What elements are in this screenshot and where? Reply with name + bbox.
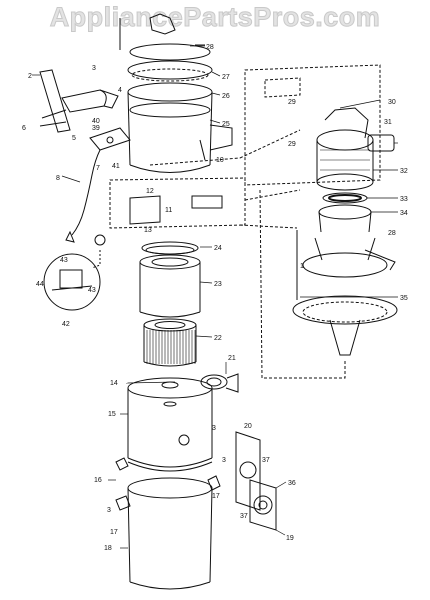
filter-ring: [141, 241, 199, 255]
callout-35: 35: [400, 295, 408, 302]
callout-16: 16: [94, 477, 102, 484]
callout-17: 17: [110, 529, 118, 536]
callout-2: 2: [28, 73, 32, 80]
callout-20: 20: [244, 423, 252, 430]
lower-canister: [127, 377, 213, 472]
callout-22: 22: [214, 335, 222, 342]
dirt-bucket: [127, 477, 213, 590]
callout-33: 33: [400, 196, 408, 203]
wiring-harness: [109, 129, 301, 229]
callout-6: 6: [22, 125, 26, 132]
callout-3: 3: [92, 65, 96, 72]
callout-37: 37: [262, 457, 270, 464]
callout-15: 15: [108, 411, 116, 418]
callout-1: 1: [300, 263, 304, 270]
connection-lines: [239, 189, 346, 379]
callout-43: 43: [60, 257, 68, 264]
leader-lines: [32, 45, 398, 549]
callout-25: 25: [222, 121, 230, 128]
callout-28: 28: [206, 44, 214, 51]
callout-24: 24: [214, 245, 222, 252]
callout-21: 21: [228, 355, 236, 362]
callout-14: 14: [110, 380, 118, 387]
inlet-plate: [235, 431, 277, 531]
outer-filter: [139, 254, 201, 318]
callout-11: 11: [165, 207, 172, 214]
cartridge-filter: [143, 318, 197, 367]
watermark: AppliancePartsPros.com: [49, 2, 381, 33]
callout-10: 10: [216, 157, 224, 164]
handle-assembly: [39, 69, 119, 133]
callout-31: 31: [384, 119, 392, 126]
callout-19: 19: [286, 535, 294, 542]
callout-39: 39: [92, 125, 100, 132]
callout-40: 40: [92, 118, 100, 125]
latch-set: [115, 457, 221, 511]
callout-8: 8: [56, 175, 60, 182]
callout-30: 30: [388, 99, 396, 106]
callout-3: 3: [222, 457, 226, 464]
top-cover-assembly: [119, 13, 233, 173]
callout-7: 7: [96, 165, 100, 172]
callout-3: 3: [212, 425, 216, 432]
callout-23: 23: [214, 281, 222, 288]
switch-detail-inset: [43, 234, 106, 311]
callout-27: 27: [222, 74, 230, 81]
callout-28: 28: [388, 230, 396, 237]
callout-18: 18: [104, 545, 112, 552]
callout-5: 5: [72, 135, 76, 142]
callout-26: 26: [222, 93, 230, 100]
callout-42: 42: [62, 321, 70, 328]
callout-17: 17: [212, 493, 220, 500]
inlet-fitting: [200, 373, 239, 393]
motor-assembly: [244, 64, 395, 233]
callout-37: 37: [240, 513, 248, 520]
callout-12: 12: [146, 188, 154, 195]
callout-13: 13: [144, 227, 152, 234]
callout-4: 4: [118, 87, 122, 94]
callout-29: 29: [288, 99, 296, 106]
callout-43: 43: [88, 287, 96, 294]
callout-36: 36: [288, 480, 296, 487]
motor-base: [292, 230, 398, 356]
callout-44: 44: [36, 281, 44, 288]
callout-32: 32: [400, 168, 408, 175]
wiring-switch-box: [129, 195, 223, 225]
callout-41: 41: [112, 163, 120, 170]
callout-29: 29: [288, 141, 296, 148]
callout-3: 3: [107, 507, 111, 514]
callout-34: 34: [400, 210, 408, 217]
callout-labels: 1 2 3 3 3 3 4 5 6 7 8 10 11 12 13 14 15 …: [22, 44, 408, 552]
switch-and-cord: [65, 127, 131, 243]
